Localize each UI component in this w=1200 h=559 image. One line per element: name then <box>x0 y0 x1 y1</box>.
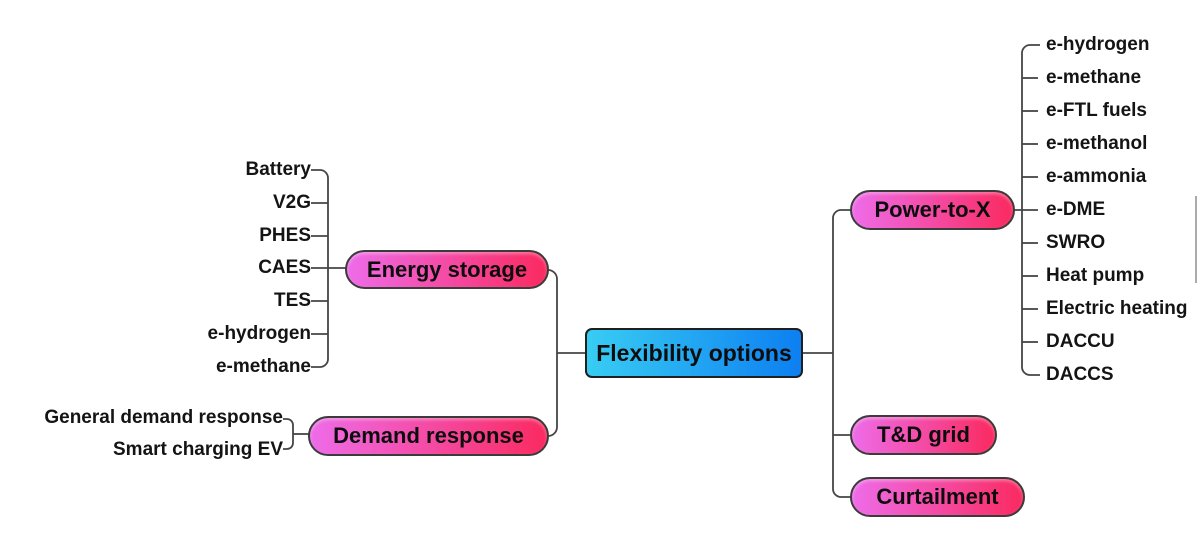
node-demand-response: Demand response <box>308 416 549 456</box>
leaf-phes: PHES <box>259 225 311 246</box>
leaf-e-dme: e-DME <box>1046 199 1106 220</box>
leaf-e-methanol: e-methanol <box>1046 133 1148 154</box>
leaf-v2g: V2G <box>272 192 311 213</box>
leaf-general-demand-response: General demand response <box>44 407 283 428</box>
leaf-e-ftl-fuels: e-FTL fuels <box>1046 100 1147 121</box>
node-energy-storage: Energy storage <box>345 250 549 289</box>
demand-response-bracket <box>283 418 294 450</box>
leaf-e-methane-right: e-methane <box>1046 67 1142 88</box>
leaf-electric-heating: Electric heating <box>1046 298 1188 319</box>
right-trunk <box>832 209 851 498</box>
node-curtailment: Curtailment <box>850 477 1025 517</box>
leaf-daccs: DACCS <box>1046 364 1114 385</box>
leaf-heat-pump: Heat pump <box>1046 265 1145 286</box>
node-power-to-x: Power-to-X <box>850 190 1015 230</box>
node-flexibility-options: Flexibility options <box>585 328 803 378</box>
leaf-battery: Battery <box>245 159 311 180</box>
leaf-e-hydrogen-left: e-hydrogen <box>207 323 311 344</box>
left-trunk <box>547 269 558 437</box>
leaf-e-methane-left: e-methane <box>215 356 311 377</box>
node-td-grid: T&D grid <box>850 415 997 455</box>
leaf-caes: CAES <box>258 257 311 278</box>
leaf-smart-charging-ev: Smart charging EV <box>113 439 283 460</box>
leaf-e-ammonia: e-ammonia <box>1046 166 1147 187</box>
leaf-tes: TES <box>274 290 311 311</box>
leaf-daccu: DACCU <box>1046 331 1115 352</box>
leaf-swro: SWRO <box>1046 232 1106 253</box>
leaf-e-hydrogen-right: e-hydrogen <box>1046 34 1150 55</box>
